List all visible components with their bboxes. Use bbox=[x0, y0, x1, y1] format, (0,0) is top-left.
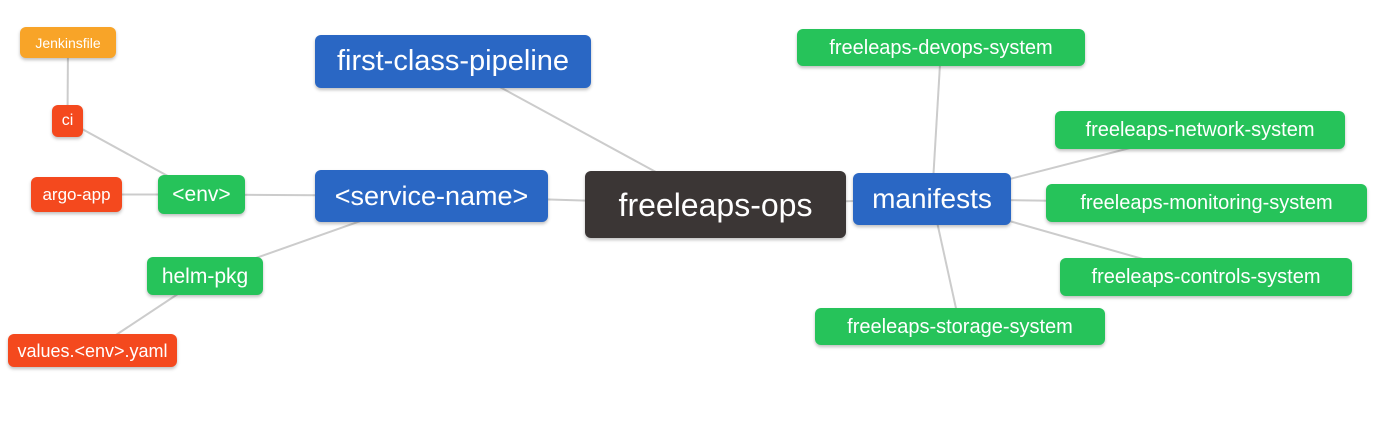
node-env[interactable]: <env> bbox=[158, 175, 245, 214]
node-first-class-pipeline[interactable]: first-class-pipeline bbox=[315, 35, 591, 88]
node-ci[interactable]: ci bbox=[52, 105, 83, 137]
node-freeleaps-controls-system[interactable]: freeleaps-controls-system bbox=[1060, 258, 1352, 296]
node-freeleaps-storage-system[interactable]: freeleaps-storage-system bbox=[815, 308, 1105, 345]
node-freeleaps-monitoring-system[interactable]: freeleaps-monitoring-system bbox=[1046, 184, 1367, 222]
node-service-name[interactable]: <service-name> bbox=[315, 170, 548, 222]
node-jenkinsfile[interactable]: Jenkinsfile bbox=[20, 27, 116, 58]
node-helm-pkg[interactable]: helm-pkg bbox=[147, 257, 263, 295]
node-freeleaps-network-system[interactable]: freeleaps-network-system bbox=[1055, 111, 1345, 149]
node-freeleaps-ops[interactable]: freeleaps-ops bbox=[585, 171, 846, 238]
node-values-env-yaml[interactable]: values.<env>.yaml bbox=[8, 334, 177, 367]
node-argo-app[interactable]: argo-app bbox=[31, 177, 122, 212]
node-freeleaps-devops-system[interactable]: freeleaps-devops-system bbox=[797, 29, 1085, 66]
node-manifests[interactable]: manifests bbox=[853, 173, 1011, 225]
